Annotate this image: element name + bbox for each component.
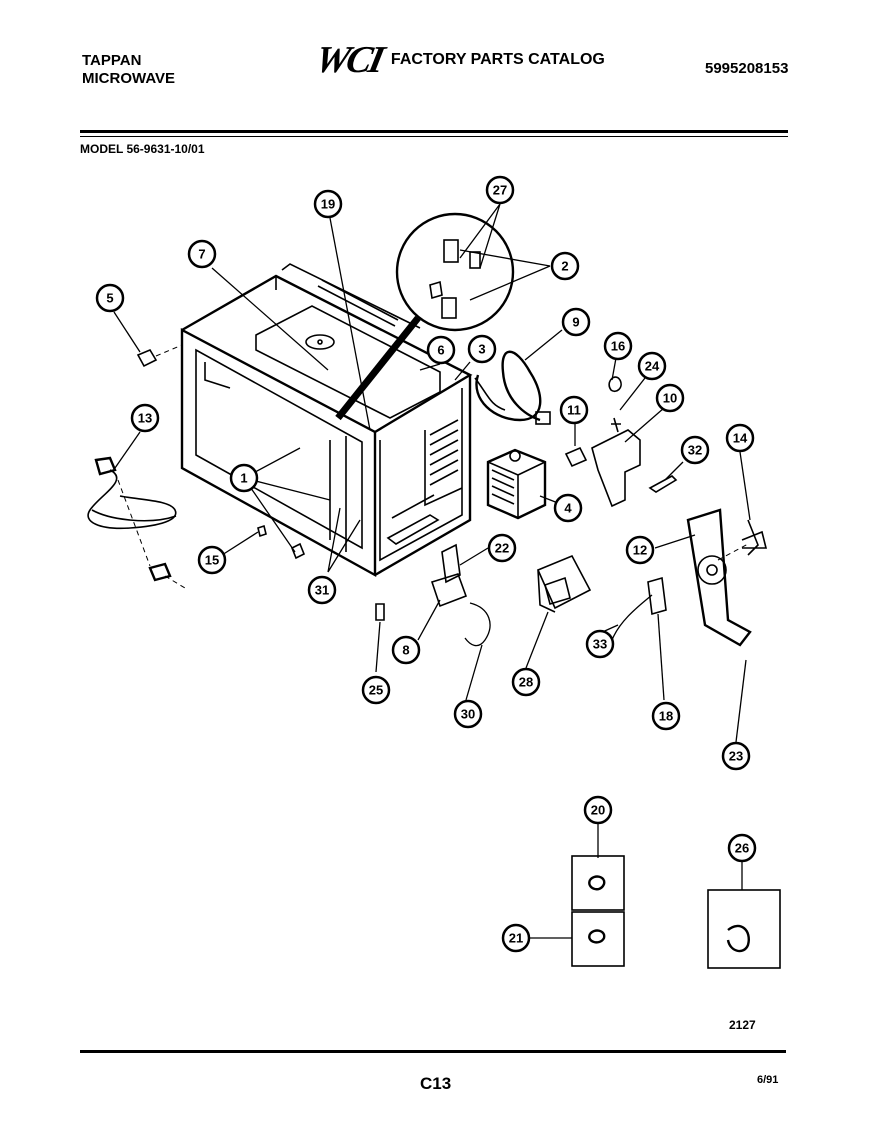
svg-text:15: 15	[205, 553, 219, 568]
svg-text:3: 3	[478, 342, 485, 357]
model-label: MODEL 56-9631-10/01	[80, 142, 205, 156]
callout-30: 30	[453, 699, 483, 729]
svg-text:16: 16	[611, 339, 625, 354]
svg-text:32: 32	[688, 443, 702, 458]
svg-text:19: 19	[321, 197, 335, 212]
svg-text:18: 18	[659, 709, 673, 724]
callout-32: 32	[680, 435, 710, 465]
svg-text:31: 31	[315, 583, 329, 598]
header-logo-group: WCI FACTORY PARTS CATALOG	[312, 39, 605, 81]
callout-10: 10	[655, 383, 685, 413]
catalog-title: FACTORY PARTS CATALOG	[390, 51, 605, 68]
svg-text:21: 21	[509, 931, 523, 946]
svg-text:5: 5	[106, 291, 113, 306]
switch-inset-detail	[395, 212, 515, 332]
callout-9: 9	[561, 307, 591, 337]
callout-18: 18	[651, 701, 681, 731]
svg-text:1: 1	[240, 471, 247, 486]
callout-27: 27	[485, 175, 515, 205]
svg-text:2: 2	[561, 259, 568, 274]
callout-14: 14	[725, 423, 755, 453]
stirrer-cover	[255, 305, 441, 419]
callout-6: 6	[426, 335, 456, 365]
callout-24: 24	[637, 351, 667, 381]
footer-rule	[80, 1050, 786, 1053]
brand-line-1: TAPPAN	[82, 52, 142, 69]
callout-11: 11	[559, 395, 589, 425]
page-code: C13	[420, 1074, 452, 1093]
svg-text:22: 22	[495, 541, 509, 556]
callout-8: 8	[391, 635, 421, 665]
svg-text:23: 23	[729, 749, 743, 764]
svg-text:27: 27	[493, 183, 507, 198]
diagonal-strap	[335, 315, 421, 421]
svg-text:25: 25	[369, 683, 383, 698]
callout-12: 12	[625, 535, 655, 565]
header-rule-bottom	[80, 136, 788, 137]
svg-text:30: 30	[461, 707, 475, 722]
callout-20: 20	[583, 795, 613, 825]
callout-26: 26	[727, 833, 757, 863]
callout-25: 25	[361, 675, 391, 705]
brand-label: TAPPAN MICROWAVE	[82, 52, 175, 88]
callout-28: 28	[511, 667, 541, 697]
callout-23: 23	[721, 741, 751, 771]
callout-13: 13	[130, 403, 160, 433]
svg-text:28: 28	[519, 675, 533, 690]
svg-text:20: 20	[591, 803, 605, 818]
heater-wire-assembly	[87, 456, 186, 589]
oven-cavity-frame	[180, 263, 473, 578]
callout-33: 33	[585, 629, 615, 659]
svg-text:13: 13	[138, 411, 152, 426]
svg-text:7: 7	[198, 247, 205, 262]
callout-5: 5	[95, 283, 125, 313]
bracket-assembly	[564, 376, 678, 508]
catalog-number: 5995208153	[705, 60, 789, 77]
callout-16: 16	[603, 331, 633, 361]
header-rule-top	[80, 130, 788, 133]
svg-text:9: 9	[572, 315, 579, 330]
callout-1: 1	[229, 463, 259, 493]
small-parts	[136, 344, 667, 647]
brand-line-2: MICROWAVE	[82, 70, 176, 87]
svg-text:11: 11	[567, 403, 581, 418]
callout-leaders	[113, 203, 751, 939]
svg-text:14: 14	[733, 431, 748, 446]
callout-31: 31	[307, 575, 337, 605]
svg-text:12: 12	[633, 543, 647, 558]
magnetron	[486, 448, 547, 520]
date-code: 6/91	[757, 1074, 779, 1086]
callout-15: 15	[197, 545, 227, 575]
svg-text:8: 8	[402, 643, 409, 658]
callout-21: 21	[501, 923, 531, 953]
callout-7: 7	[187, 239, 217, 269]
svg-text:24: 24	[645, 359, 660, 374]
fan-motor-assembly	[686, 508, 768, 647]
svg-text:33: 33	[593, 637, 607, 652]
svg-text:4: 4	[564, 501, 572, 516]
callout-19: 19	[313, 189, 343, 219]
svg-text:26: 26	[735, 841, 749, 856]
boxed-parts	[571, 855, 781, 969]
power-cord	[474, 350, 551, 425]
drawing-number: 2127	[729, 1018, 756, 1032]
callout-22: 22	[487, 533, 517, 563]
callout-2: 2	[550, 251, 580, 281]
svg-text:10: 10	[663, 391, 677, 406]
svg-text:6: 6	[437, 343, 444, 358]
callout-4: 4	[553, 493, 583, 523]
callout-3: 3	[467, 334, 497, 364]
